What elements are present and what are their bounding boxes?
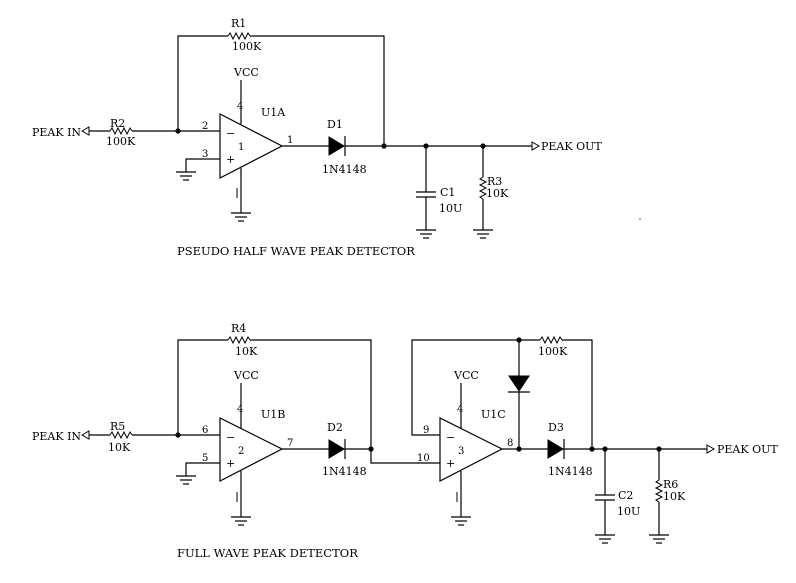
r2-value: 100K [106, 135, 136, 148]
junction [381, 143, 387, 149]
c1-value: 10U [439, 202, 462, 215]
bottom-caption: FULL WAVE PEAK DETECTOR [177, 546, 358, 560]
d3-ref: D3 [548, 421, 564, 434]
svg-text:−: − [226, 127, 235, 140]
ground-icon [451, 516, 471, 526]
svg-text:+: + [226, 457, 235, 470]
resistor-r6: R6 10K [654, 449, 686, 535]
svg-text:9: 9 [423, 425, 429, 436]
resistor-r3: R3 10K [478, 146, 509, 230]
svg-text:5: 5 [202, 453, 208, 464]
ground-icon [231, 516, 251, 526]
svg-text:PEAK IN: PEAK IN [32, 126, 81, 139]
u1a-ref: U1A [261, 106, 286, 119]
d1-value: 1N4148 [322, 163, 367, 176]
top-caption: PSEUDO HALF WAVE PEAK DETECTOR [177, 244, 415, 258]
speck [639, 218, 641, 220]
r4-ref: R4 [231, 322, 246, 335]
r4-value: 10K [235, 345, 258, 358]
opamp-u1a: − + 1 U1A 2 3 1 4 VCC [185, 66, 293, 213]
peak-in-port-top: PEAK IN [32, 126, 90, 139]
ground-icon [176, 475, 196, 485]
r2-ref: R2 [110, 117, 125, 130]
peak-in-port-bottom: PEAK IN [32, 430, 90, 443]
u1c-unit: 3 [458, 446, 464, 457]
u1a-vcc: VCC [233, 66, 259, 79]
diode-d2: D2 1N4148 [322, 421, 367, 478]
u1b-vcc: VCC [233, 369, 259, 382]
r5-ref: R5 [110, 420, 125, 433]
half-wave-peak-detector: PEAK IN R2 100K R1 100K − + 1 U1A [32, 17, 602, 258]
resistor-r4: R4 10K [177, 322, 372, 449]
c2-ref: C2 [618, 489, 633, 502]
svg-text:PEAK IN: PEAK IN [32, 430, 81, 443]
u1b-ref: U1B [261, 408, 285, 421]
d1-ref: D1 [327, 118, 343, 131]
r6-ref: R6 [663, 478, 678, 491]
ground-icon [176, 171, 196, 181]
resistor-r5: R5 10K [89, 420, 220, 454]
svg-text:PEAK OUT: PEAK OUT [717, 443, 778, 456]
svg-text:−: − [226, 431, 235, 444]
r3-value: 10K [486, 187, 509, 200]
u1a-unit: 1 [238, 142, 244, 153]
svg-text:−: − [446, 431, 455, 444]
junction [589, 446, 595, 452]
opamp-u1c: − + 3 U1C 9 10 8 4 VCC [417, 369, 513, 517]
r5-value: 10K [108, 441, 131, 454]
full-wave-peak-detector: PEAK IN R5 10K R4 10K − + 2 U1B [32, 322, 778, 560]
junction [516, 446, 522, 452]
r1-ref: R1 [231, 17, 246, 30]
resistor-r1: R1 100K [177, 17, 385, 146]
opamp-u1b: − + 2 U1B 6 5 7 4 VCC [185, 369, 293, 517]
u1c-ref: U1C [481, 408, 506, 421]
ground-icon [231, 212, 251, 222]
capacitor-c1: C1 10U [416, 146, 462, 230]
svg-text:10: 10 [417, 453, 430, 464]
ground-icon [649, 534, 669, 544]
diode-d1: D1 1N4148 [322, 118, 367, 176]
resistor-r2: R2 100K [89, 117, 205, 148]
svg-text:3: 3 [202, 149, 208, 160]
r3-ref: R3 [487, 175, 502, 188]
svg-text:1: 1 [287, 135, 293, 146]
ground-icon [595, 534, 615, 544]
diode-d3: D3 1N4148 [547, 421, 593, 478]
u1b-unit: 2 [238, 446, 244, 457]
svg-text:4: 4 [237, 404, 243, 415]
ground-icon [416, 229, 436, 239]
r-feedback-value: 100K [538, 345, 568, 358]
svg-text:7: 7 [287, 438, 293, 449]
svg-text:+: + [446, 457, 455, 470]
svg-text:2: 2 [202, 121, 208, 132]
svg-text:8: 8 [507, 438, 513, 449]
c1-ref: C1 [440, 186, 455, 199]
svg-text:4: 4 [237, 101, 243, 112]
svg-text:PEAK OUT: PEAK OUT [541, 140, 602, 153]
resistor-r-feedback: 100K [519, 335, 593, 449]
ground-icon [473, 229, 493, 239]
svg-text:6: 6 [202, 425, 208, 436]
svg-text:+: + [226, 153, 235, 166]
r6-value: 10K [663, 490, 686, 503]
svg-text:4: 4 [457, 404, 463, 415]
d2-value: 1N4148 [322, 465, 367, 478]
d3-value: 1N4148 [548, 465, 593, 478]
diode-feedback [508, 340, 530, 449]
peak-out-port-bottom: PEAK OUT [706, 443, 778, 456]
r1-value: 100K [232, 40, 262, 53]
capacitor-c2: C2 10U [595, 449, 640, 535]
c2-value: 10U [617, 505, 640, 518]
u1c-vcc: VCC [453, 369, 479, 382]
peak-out-port-top: PEAK OUT [531, 140, 602, 153]
d2-ref: D2 [327, 421, 343, 434]
